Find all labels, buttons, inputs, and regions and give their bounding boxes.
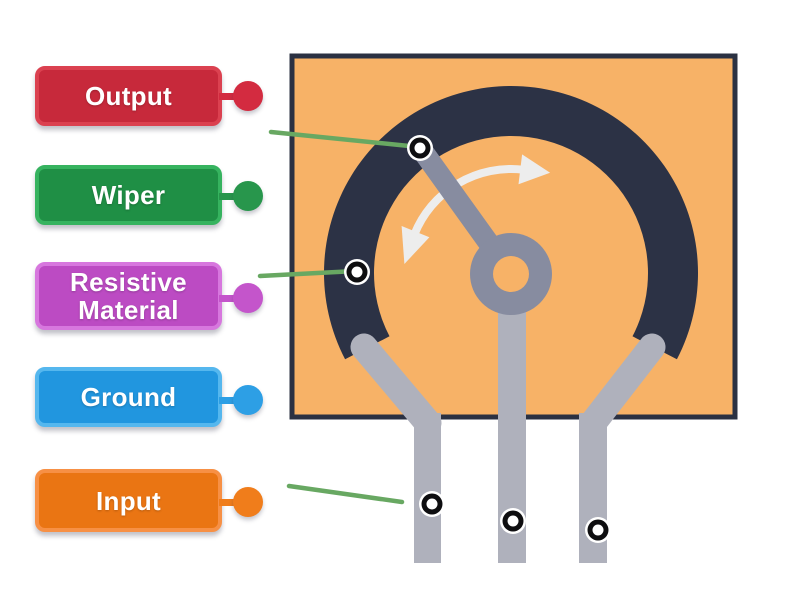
connection-point-1[interactable] — [407, 135, 433, 161]
rotation-arrow-head-clockwise-icon — [518, 154, 551, 185]
label-resistive-material-box[interactable]: Resistive Material — [35, 262, 222, 330]
label-wiper-box[interactable]: Wiper — [35, 165, 222, 225]
connection-point-4[interactable] — [500, 508, 526, 534]
label-output-box[interactable]: Output — [35, 66, 222, 126]
left-leg-diagonal — [350, 333, 442, 437]
leader-lines — [257, 129, 422, 505]
label-wiper[interactable]: Wiper — [35, 165, 263, 225]
label-wiper-text: Wiper — [91, 180, 166, 210]
label-ground-pin — [233, 385, 263, 415]
left-leg — [414, 413, 441, 563]
connection-point-3[interactable] — [419, 491, 445, 517]
label-input-text: Input — [95, 485, 162, 516]
connection-point-2[interactable] — [344, 259, 370, 285]
label-resistive-material[interactable]: Resistive Material — [35, 262, 263, 330]
shaft-hub-hole — [493, 256, 529, 292]
label-ground-box[interactable]: Ground — [35, 367, 222, 427]
label-output-text: Output — [85, 81, 172, 111]
label-input-pin — [233, 487, 263, 517]
label-input[interactable]: Input — [35, 469, 263, 532]
connection-points — [344, 135, 611, 543]
label-input-box[interactable]: Input — [35, 469, 222, 532]
leader-line-2 — [257, 268, 359, 279]
label-ground[interactable]: Ground — [35, 367, 263, 427]
rotation-arrow-head-counterclockwise-icon — [401, 226, 430, 264]
right-leg-diagonal — [579, 333, 666, 437]
label-output[interactable]: Output — [35, 66, 263, 126]
leader-line-3 — [286, 483, 405, 505]
connection-point-5[interactable] — [585, 517, 611, 543]
label-output-pin — [233, 81, 263, 111]
label-resistive-material-text: Resistive Material — [70, 267, 187, 325]
label-resistive-material-pin — [233, 283, 263, 313]
label-wiper-pin — [233, 181, 263, 211]
leader-line-1 — [268, 129, 422, 150]
label-ground-text: Ground — [80, 382, 177, 412]
